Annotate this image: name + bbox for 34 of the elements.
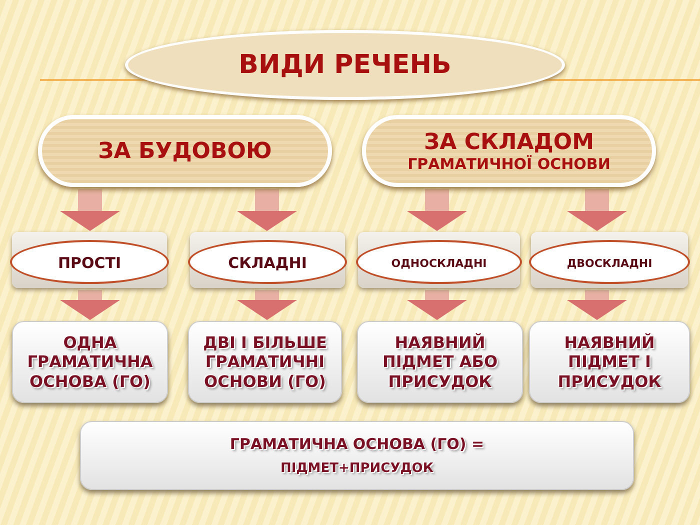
- node-text: ГРАМАТИЧНОЇ ОСНОВИ: [408, 154, 610, 172]
- arrow: [237, 189, 297, 231]
- arrow: [60, 290, 120, 320]
- description-box: [529, 321, 690, 403]
- title-oval: [125, 30, 565, 100]
- type-box: [12, 232, 167, 288]
- arrow: [567, 290, 627, 320]
- description-box: [188, 321, 342, 403]
- node-text: СКЛАДНІ: [228, 254, 307, 272]
- type-box: [358, 232, 520, 288]
- node-text: ОДНА ГРАМАТИЧНА ОСНОВА (ГО): [26, 333, 154, 391]
- node-text: ГРАМАТИЧНА ОСНОВА (ГО) =: [230, 434, 484, 453]
- category-box: [38, 115, 332, 187]
- description-box: [80, 421, 634, 490]
- arrow: [60, 189, 120, 231]
- node-text: ПРОСТІ: [58, 254, 122, 272]
- type-box: [190, 232, 345, 288]
- node-text: ДВІ І БІЛЬШЕ ГРАМАТИЧНІ ОСНОВИ (ГО): [202, 333, 328, 391]
- node-text: НАЯВНИЙ ПІДМЕТ АБО ПРИСУДОК: [381, 333, 499, 391]
- arrow: [407, 189, 467, 231]
- category-box: [362, 115, 656, 187]
- node-text: ДВОСКЛАДНІ: [566, 256, 652, 270]
- description-box: [12, 321, 168, 403]
- arrow: [237, 290, 297, 320]
- node-text: ПІДМЕТ+ПРИСУДОК: [280, 460, 434, 476]
- node-text: ЗА СКЛАДОМ: [424, 130, 594, 154]
- description-box: [357, 321, 523, 403]
- type-box: [531, 232, 688, 288]
- arrow: [567, 189, 627, 231]
- node-text: ВИДИ РЕЧЕНЬ: [238, 50, 452, 80]
- node-text: ЗА БУДОВОЮ: [98, 138, 272, 164]
- arrow: [407, 290, 467, 320]
- node-text: НАЯВНИЙ ПІДМЕТ І ПРИСУДОК: [556, 333, 662, 391]
- node-text: ОДНОСКЛАДНІ: [391, 256, 487, 270]
